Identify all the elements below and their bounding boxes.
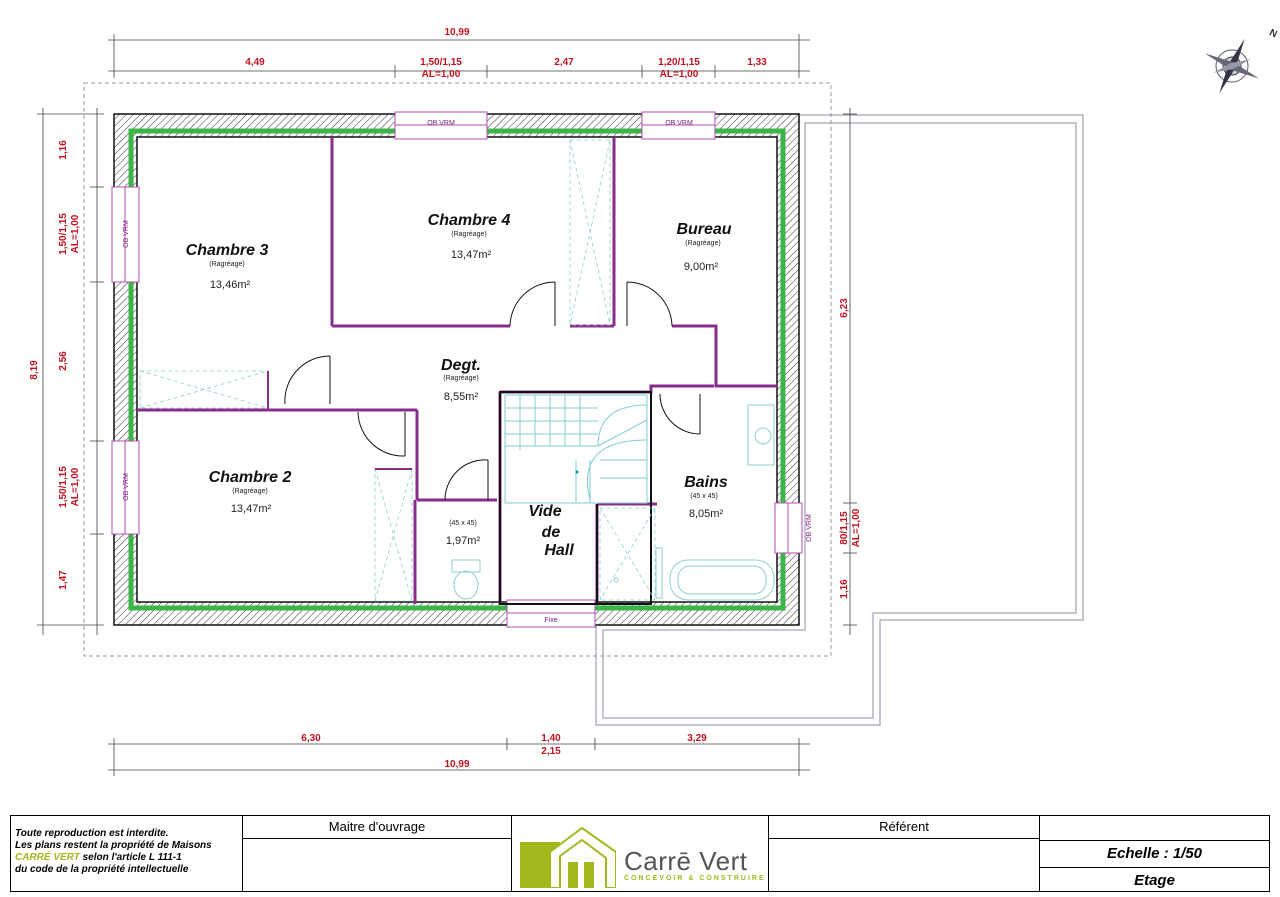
room-finish: (Ragréage) bbox=[443, 375, 478, 382]
dim-right-seg: 6,23 bbox=[839, 298, 850, 318]
notice-brand: CARRÉ VERT bbox=[15, 852, 80, 863]
room-area: 13,47m² bbox=[231, 503, 272, 515]
dim-left-seg: 1,16 bbox=[58, 140, 69, 160]
dim-left-total: 8,19 bbox=[29, 360, 40, 380]
dim-bottom-sub: 2,15 bbox=[541, 746, 561, 757]
dim-top-seg: 2,47 bbox=[554, 57, 574, 68]
room-finish: (Ragréage) bbox=[232, 488, 267, 495]
dim-top-seg: 1,33 bbox=[747, 57, 767, 68]
dim-left-al: AL=1,00 bbox=[70, 467, 81, 506]
dim-right-seg: 1,16 bbox=[839, 579, 850, 599]
dim-bottom-total: 10,99 bbox=[444, 759, 469, 770]
dim-left-seg: 1,50/1,15 bbox=[58, 466, 69, 508]
level-label: Etage bbox=[1134, 872, 1175, 889]
room-name: Degt. bbox=[441, 357, 481, 374]
dim-right-al: AL=1,00 bbox=[851, 508, 862, 547]
notice-rest: selon l'article L 111-1 bbox=[79, 852, 182, 863]
carre-vert-logo-icon bbox=[520, 826, 616, 888]
room-area: 1,97m² bbox=[446, 535, 481, 547]
compass-icon: N bbox=[1204, 27, 1279, 94]
notice-line: du code de la propriété intellectuelle bbox=[15, 864, 189, 875]
window-label: OB VRM bbox=[123, 473, 130, 501]
title-block: Toute reproduction est interdite. Les pl… bbox=[10, 815, 1270, 892]
room-finish: (Ragréage) bbox=[685, 240, 720, 247]
room-area: 8,05m² bbox=[689, 508, 724, 520]
maitre-cell: Maitre d'ouvrage bbox=[243, 816, 512, 892]
dim-top-seg: 1,20/1,15 bbox=[658, 57, 700, 68]
closets bbox=[139, 139, 656, 602]
dim-bottom-seg: 1,40 bbox=[541, 733, 561, 744]
dim-left-seg: 2,56 bbox=[58, 351, 69, 371]
room-area: 13,47m² bbox=[451, 249, 492, 261]
room-area: 9,00m² bbox=[684, 261, 719, 273]
compass-north-label: N bbox=[1267, 27, 1278, 40]
room-name: Bureau bbox=[676, 221, 731, 238]
bathroom-fixtures bbox=[451, 404, 775, 601]
vide-label: Vide bbox=[528, 503, 561, 520]
room-area: 13,46m² bbox=[210, 279, 251, 291]
window-label: OB VRM bbox=[123, 220, 130, 248]
doors bbox=[284, 281, 701, 501]
dim-left-seg: 1,47 bbox=[58, 570, 69, 590]
window-label: OB VRM bbox=[427, 120, 455, 127]
dim-top-total: 10,99 bbox=[444, 27, 469, 38]
room-name: Chambre 4 bbox=[428, 212, 511, 229]
referent-header: Référent bbox=[769, 816, 1039, 839]
room-name: Chambre 2 bbox=[209, 469, 292, 486]
window-label: OB VRM bbox=[806, 514, 813, 542]
dim-top-al: AL=1,00 bbox=[660, 69, 699, 80]
referent-cell: Référent bbox=[769, 816, 1040, 892]
logo-tagline: CONCEVOIR & CONSTRUIRE bbox=[624, 875, 766, 882]
maitre-header: Maitre d'ouvrage bbox=[243, 816, 511, 839]
vide-label: Hall bbox=[544, 542, 574, 559]
room-size: (45 x 45) bbox=[449, 520, 477, 527]
dimension-lines bbox=[37, 34, 857, 776]
info-blank bbox=[1040, 816, 1269, 841]
dim-right-seg: 80/1,15 bbox=[839, 511, 850, 545]
dim-top-seg: 4,49 bbox=[245, 57, 265, 68]
notice-line: Les plans restent la propriété de Maison… bbox=[15, 840, 212, 851]
notice-line: CARRÉ VERT selon l'article L 111-1 bbox=[15, 852, 238, 864]
vide-label: de bbox=[542, 524, 561, 541]
terrace-outline-inner bbox=[602, 122, 1077, 719]
room-name: Chambre 3 bbox=[186, 242, 269, 259]
dim-bottom-seg: 6,30 bbox=[301, 733, 321, 744]
copyright-notice: Toute reproduction est interdite. Les pl… bbox=[11, 816, 243, 892]
overhang-outline bbox=[83, 82, 832, 657]
floor-plan: 10,99 4,49 1,50/1,15 AL=1,00 2,47 1,20/1… bbox=[29, 27, 1279, 776]
staircase bbox=[504, 394, 648, 504]
stair-walls bbox=[499, 391, 652, 605]
window-label: OB VRM bbox=[665, 120, 693, 127]
notice-line: Toute reproduction est interdite. bbox=[15, 828, 169, 839]
room-finish: (Ragréage) bbox=[451, 231, 486, 238]
dim-top-seg: 1,50/1,15 bbox=[420, 57, 462, 68]
dim-top-al: AL=1,00 bbox=[422, 69, 461, 80]
dim-left-seg: 1,50/1,15 bbox=[58, 213, 69, 255]
room-finish: (Ragréage) bbox=[209, 261, 244, 268]
dim-left-al: AL=1,00 bbox=[70, 214, 81, 253]
scale-label: Echelle : 1/50 bbox=[1040, 841, 1269, 868]
room-area: 8,55m² bbox=[444, 391, 479, 403]
room-size: (45 x 45) bbox=[690, 493, 718, 500]
window-label-fixe: Fixe bbox=[544, 617, 557, 624]
info-cell: Echelle : 1/50 Etage bbox=[1040, 816, 1269, 892]
logo-cell: Carrē Vert CONCEVOIR & CONSTRUIRE bbox=[512, 816, 769, 892]
room-name: Bains bbox=[684, 474, 728, 491]
window-glass-lines bbox=[124, 124, 789, 614]
logo-name: Carrē Vert bbox=[624, 846, 748, 876]
dim-bottom-seg: 3,29 bbox=[687, 733, 707, 744]
